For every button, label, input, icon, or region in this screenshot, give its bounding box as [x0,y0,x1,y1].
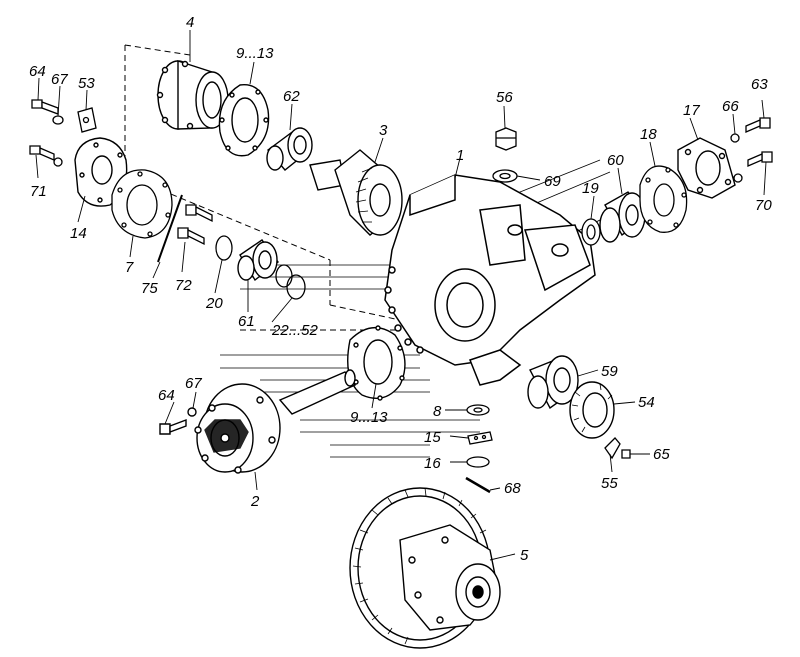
label-59: 59 [601,363,618,380]
right-bolts-group [731,118,772,182]
part-22-52-shims [276,265,305,299]
label-9-13-mid: 9...13 [350,409,388,426]
part-61-bearing [238,240,278,280]
part-75-wire [158,195,182,262]
leader-lines [35,30,767,561]
part-56-plug [496,128,516,150]
label-5: 5 [520,547,529,564]
parts-8-15-16-washers [467,405,492,467]
label-18: 18 [640,126,657,143]
part-62-bearing [267,128,312,170]
label-61: 61 [238,313,255,330]
label-56: 56 [496,89,513,106]
label-65: 65 [653,446,670,463]
label-66: 66 [722,98,739,115]
part-9-13-shim-top [219,85,268,156]
part-labels: 4 9...13 62 3 64 67 53 71 14 7 75 72 20 … [29,14,772,564]
label-8: 8 [433,403,442,420]
part-1-main-housing [385,175,595,385]
part-7-gasket [112,170,172,238]
label-54: 54 [638,394,655,411]
part-18-gasket [640,166,687,232]
left-bolts-group [30,100,96,166]
part-9-13-shim-mid [348,326,405,400]
label-14: 14 [70,225,87,242]
label-4: 4 [186,14,194,31]
part-68-pin [466,478,490,492]
part-59-bearing [528,356,578,408]
label-20: 20 [205,295,223,312]
part-17-cover [678,138,735,198]
part-20-washer [216,236,232,260]
part-54-adjusting-nut [570,382,614,438]
label-75: 75 [141,280,158,297]
label-17: 17 [683,102,700,119]
label-19: 19 [582,180,599,197]
part-2-pinion-assembly [160,370,355,473]
part-69-washer [493,170,517,182]
label-9-13-top: 9...13 [236,45,274,62]
parts-55-65-lock-plate [605,438,630,458]
label-67-top: 67 [51,71,68,88]
label-63: 63 [751,76,768,93]
part-72-bolts [178,205,212,244]
part-19-seal [582,219,600,245]
part-5-differential [350,488,500,648]
label-69: 69 [544,173,561,190]
label-62: 62 [283,88,300,105]
label-70: 70 [755,197,772,214]
label-55: 55 [601,475,618,492]
part-60-bearing [600,192,645,242]
label-15: 15 [424,429,441,446]
label-68: 68 [504,480,521,497]
label-1: 1 [456,147,464,164]
part-4-flange-cup [158,61,229,129]
label-2: 2 [250,493,260,510]
label-53: 53 [78,75,95,92]
label-72: 72 [175,277,192,294]
label-71: 71 [30,183,47,200]
label-60: 60 [607,152,624,169]
label-64-top: 64 [29,63,46,80]
label-67-low: 67 [185,375,202,392]
label-7: 7 [125,259,134,276]
label-22-52: 22...52 [271,322,319,339]
label-3: 3 [379,122,388,139]
label-16: 16 [424,455,441,472]
part-3-drive-pinion [310,150,402,235]
label-64-low: 64 [158,387,175,404]
